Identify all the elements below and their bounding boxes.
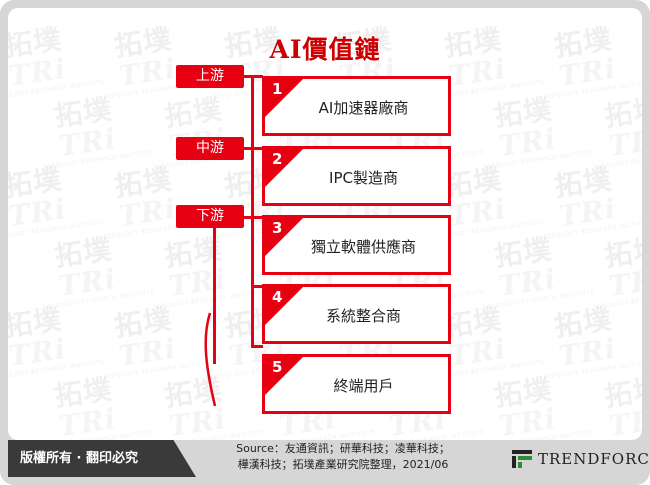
step-corner-5 <box>264 356 304 396</box>
step-number-3: 3 <box>272 219 283 237</box>
step-label-4: 系統整合商 <box>325 306 401 325</box>
step-number-2: 2 <box>272 150 283 168</box>
step-box-5: 5 終端用戶 <box>262 354 451 414</box>
source-line-2: 樺漢科技；拓墣產業研究院整理，2021/06 <box>237 458 449 471</box>
step-corner-2 <box>264 148 304 188</box>
step-corner-4 <box>264 286 304 326</box>
source-citation: Source：友通資訊；研華科技；凌華科技； 樺漢科技；拓墣產業研究院整理，20… <box>208 441 478 473</box>
copyright-notice: 版權所有 · 翻印必究 <box>8 440 196 477</box>
step-label-3: 獨立軟體供應商 <box>310 237 416 256</box>
trendforce-logo-text: TRENDFORCE <box>538 450 650 468</box>
step-box-2: 2 IPC製造商 <box>262 146 451 206</box>
page-title: AI價值鏈 <box>269 35 381 64</box>
step-box-1: 1 AI加速器廠商 <box>262 76 451 136</box>
step-label-5: 終端用戶 <box>333 376 394 395</box>
step-corner-1 <box>264 78 304 118</box>
source-line-1: Source：友通資訊；研華科技；凌華科技； <box>236 442 450 455</box>
connector-upstream-v <box>251 75 254 345</box>
connector-step5-h <box>251 345 263 348</box>
stage-tag-downstream: 下游 <box>176 205 244 228</box>
connector-midstream-h <box>243 147 263 150</box>
step-label-2: IPC製造商 <box>329 168 398 187</box>
connector-step3-h <box>251 216 263 219</box>
step-box-3: 3 獨立軟體供應商 <box>262 215 451 275</box>
footer: 版權所有 · 翻印必究 Source：友通資訊；研華科技；凌華科技； 樺漢科技；… <box>8 440 650 477</box>
trendforce-logo: TRENDFORCE <box>511 448 650 470</box>
downstream-curve <box>204 312 217 407</box>
step-number-5: 5 <box>272 358 283 376</box>
step-corner-3 <box>264 217 304 257</box>
stage-tag-midstream: 中游 <box>176 137 244 160</box>
stage-tag-upstream: 上游 <box>176 65 244 88</box>
step-number-4: 4 <box>272 288 283 306</box>
step-number-1: 1 <box>272 80 283 98</box>
connector-step4-h <box>251 285 263 288</box>
connector-downstream-v <box>213 224 216 364</box>
step-label-1: AI加速器廠商 <box>318 98 409 117</box>
step-box-4: 4 系統整合商 <box>262 284 451 344</box>
trendforce-logo-icon <box>512 450 532 468</box>
